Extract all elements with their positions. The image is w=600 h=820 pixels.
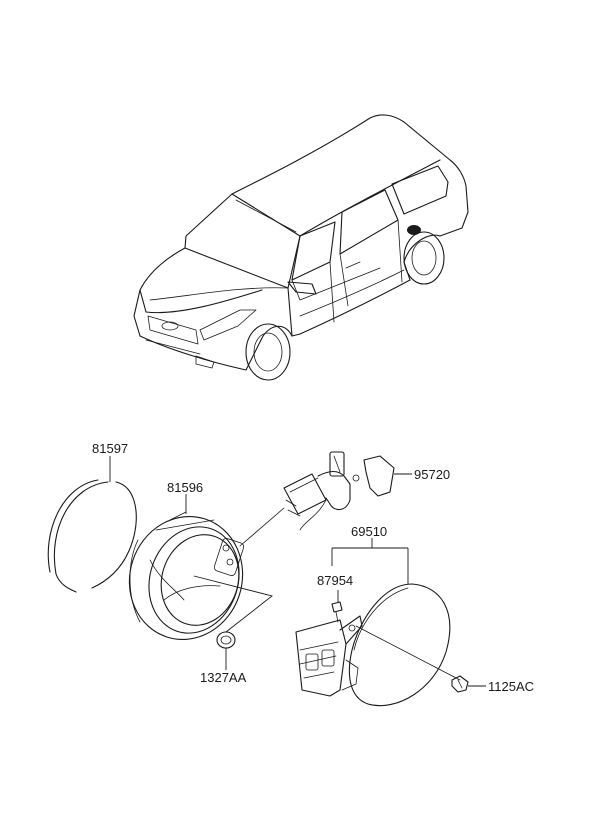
part-1125AC-bolt: 1125AC xyxy=(451,675,534,694)
part-69510-fuel-door: 69510 xyxy=(295,524,461,707)
label-69510: 69510 xyxy=(351,524,387,539)
label-1125AC: 1125AC xyxy=(488,679,534,694)
label-95720: 95720 xyxy=(414,467,450,482)
label-87954: 87954 xyxy=(317,573,353,588)
label-81596: 81596 xyxy=(167,480,203,495)
part-81596-filler-housing: 81596 xyxy=(128,480,245,641)
label-1327AA: 1327AA xyxy=(200,670,247,685)
part-95720-actuator: 95720 xyxy=(239,451,450,547)
part-1327AA-grommet: 1327AA xyxy=(193,575,273,685)
label-81597: 81597 xyxy=(92,441,128,456)
part-81597-seal-ring: 81597 xyxy=(47,441,137,593)
minivan-illustration xyxy=(133,114,469,381)
fuel-door-marker xyxy=(407,225,421,235)
part-87954-screw: 87954 xyxy=(317,573,353,623)
